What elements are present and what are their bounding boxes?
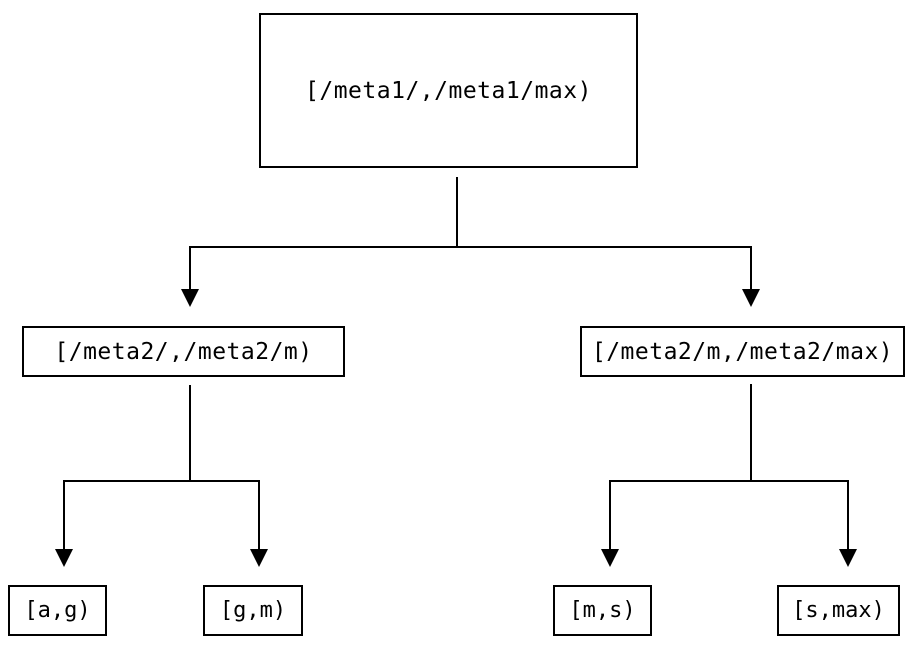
leaf-node-s-max: [s,max): [777, 585, 900, 636]
node-label: [s,max): [792, 598, 885, 623]
connector-line: [189, 246, 752, 290]
arrowhead-icon: [742, 289, 760, 307]
node-label: [/meta2/m,/meta2/max): [591, 338, 894, 365]
connector-line: [609, 480, 849, 550]
connector-line: [63, 480, 260, 550]
node-meta2-left-range: [/meta2/,/meta2/m): [22, 326, 345, 377]
arrowhead-icon: [55, 549, 73, 567]
leaf-node-m-s: [m,s): [553, 585, 652, 636]
node-meta1-range: [/meta1/,/meta1/max): [259, 13, 638, 168]
node-label: [a,g): [24, 598, 91, 623]
leaf-node-g-m: [g,m): [203, 585, 303, 636]
arrowhead-icon: [601, 549, 619, 567]
node-label: [/meta1/,/meta1/max): [305, 77, 592, 104]
arrowhead-icon: [181, 289, 199, 307]
node-label: [m,s): [569, 598, 636, 623]
node-label: [/meta2/,/meta2/m): [54, 338, 313, 365]
node-meta2-right-range: [/meta2/m,/meta2/max): [580, 326, 905, 377]
leaf-node-a-g: [a,g): [8, 585, 107, 636]
node-label: [g,m): [219, 598, 287, 623]
arrowhead-icon: [250, 549, 268, 567]
arrowhead-icon: [839, 549, 857, 567]
